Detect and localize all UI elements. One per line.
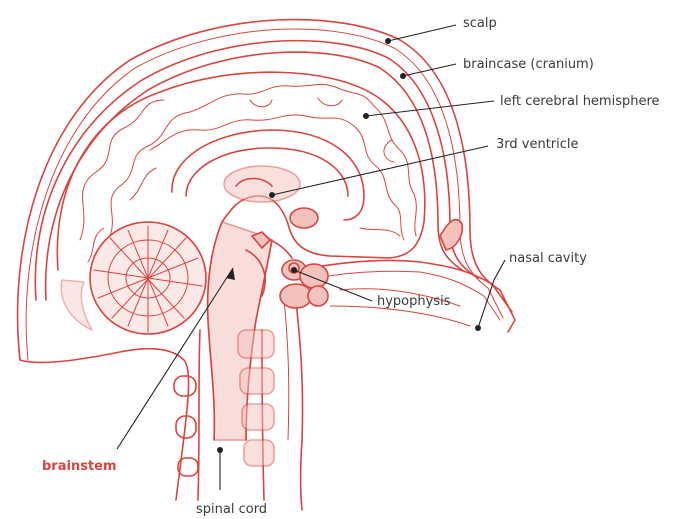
label-nasal-cavity: nasal cavity	[509, 251, 587, 266]
hypothalamus	[290, 208, 318, 228]
leader-scalp	[388, 25, 456, 41]
dot-nasal	[475, 325, 481, 331]
dot-hemisphere	[363, 113, 369, 119]
dot-spinal	[217, 447, 223, 453]
anatomy-illustration	[18, 20, 515, 510]
label-scalp: scalp	[463, 16, 497, 31]
dot-scalp	[385, 38, 391, 44]
dot-braincase	[400, 73, 406, 79]
label-spinal-cord: spinal cord	[196, 502, 267, 517]
neck-back	[20, 349, 189, 500]
frontal-sinus	[440, 220, 462, 250]
dot-hypophysis	[291, 267, 297, 273]
label-brainstem: brainstem	[42, 459, 117, 474]
leader-ventricle	[272, 146, 488, 195]
dot-ventricle	[269, 192, 275, 198]
occipital-region	[61, 280, 92, 330]
thalamus	[224, 166, 300, 202]
optic-nerve	[270, 240, 292, 258]
nasal-floor	[330, 306, 470, 326]
neck-front	[296, 300, 303, 510]
label-third-ventricle: 3rd ventricle	[496, 137, 579, 152]
spinal-canal-left	[198, 330, 200, 500]
cerebellum	[90, 222, 206, 334]
label-hemisphere: left cerebral hemisphere	[500, 94, 660, 109]
label-hypophysis: hypophysis	[377, 294, 451, 309]
pharynx	[284, 300, 289, 440]
label-braincase: braincase (cranium)	[463, 57, 594, 72]
